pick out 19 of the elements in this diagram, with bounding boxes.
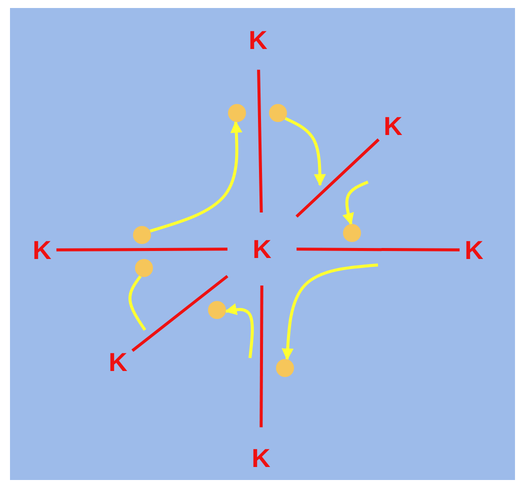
curved-arrow [224,303,254,358]
k-label: K [252,236,272,262]
k-label: K [252,445,270,471]
line [128,275,146,331]
line [260,285,264,428]
line [296,138,380,218]
curved-arrow [342,180,369,226]
line [131,274,228,352]
line [296,248,460,252]
k-label: K [108,349,128,375]
curved-arrow [284,117,326,186]
k-label: K [384,113,402,139]
k-label: K [32,237,52,263]
line [257,70,263,213]
line [56,248,228,252]
k-label: K [248,27,268,53]
k-label: K [464,237,484,263]
curved-arrow [150,120,242,233]
curved-arrow [282,264,378,360]
